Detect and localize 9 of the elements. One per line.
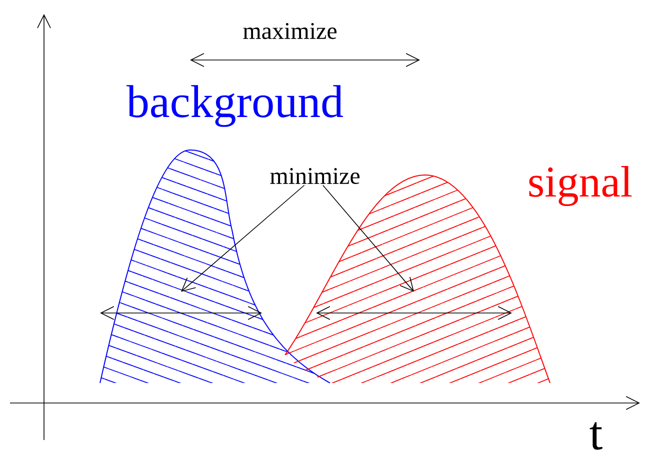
annotation-text: minimize (270, 168, 360, 184)
leader-arrow (322, 184, 414, 292)
leader-arrow (181, 184, 305, 292)
series-label: signal (529, 166, 632, 206)
width-arrow (100, 306, 262, 320)
axis-label: t (590, 422, 602, 450)
maximize-label: maximize (243, 22, 336, 40)
series-label: background (126, 85, 344, 127)
width-arrow (316, 306, 512, 320)
